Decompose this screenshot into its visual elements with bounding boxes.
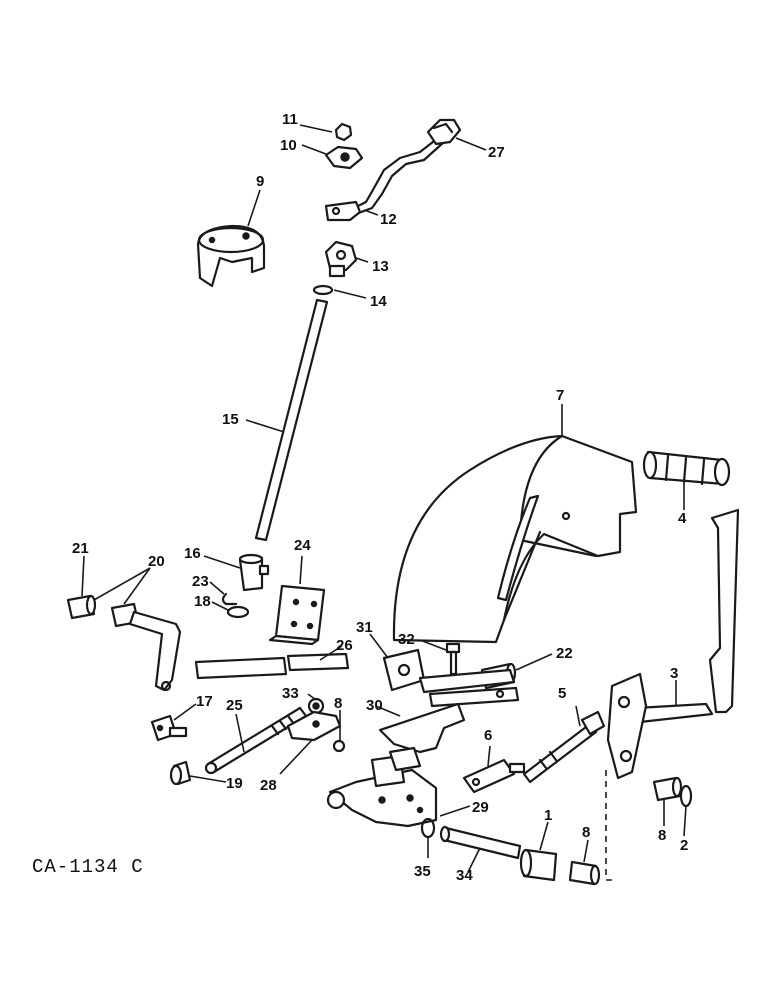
label-10: 10 [280, 137, 297, 154]
label-19: 19 [226, 775, 243, 792]
part-3-pedal-arm [606, 508, 740, 780]
label-14: 14 [370, 293, 387, 310]
part-15-rod [254, 298, 329, 542]
label-3: 3 [670, 665, 678, 682]
label-8-center: 8 [334, 695, 342, 712]
label-8-bottom: 8 [582, 824, 590, 841]
label-17: 17 [196, 693, 213, 710]
label-12: 12 [380, 211, 397, 228]
label-4: 4 [678, 510, 687, 527]
part-34-shaft [439, 825, 522, 860]
label-26: 26 [336, 637, 353, 654]
label-28: 28 [260, 777, 277, 794]
label-33: 33 [282, 685, 299, 702]
label-32: 32 [398, 631, 415, 648]
part-32-bolt [445, 642, 461, 676]
label-22: 22 [556, 645, 573, 662]
label-8-right: 8 [658, 827, 666, 844]
part-5-rod [522, 710, 606, 784]
label-9: 9 [256, 173, 264, 190]
part-31-bracket [382, 648, 426, 692]
part-11-nut [334, 122, 353, 142]
part-2-snap-ring [679, 784, 693, 808]
label-13: 13 [372, 258, 389, 275]
part-20-lever [110, 602, 182, 692]
part-17-fitting [150, 714, 188, 742]
part-13-clevis [324, 240, 358, 278]
part-30-linkage [378, 668, 520, 754]
label-21: 21 [72, 540, 89, 557]
part-23-clip [221, 592, 238, 606]
label-23: 23 [192, 573, 209, 590]
part-14-ring [312, 284, 334, 296]
label-6: 6 [484, 727, 492, 744]
part-1-bushing [519, 848, 558, 882]
label-29: 29 [472, 799, 489, 816]
part-12-shift-lever [324, 136, 446, 222]
label-15: 15 [222, 411, 239, 428]
part-8-bushing-bottom [568, 860, 601, 886]
part-7-fender [392, 434, 638, 644]
label-31: 31 [356, 619, 373, 636]
label-11: 11 [282, 111, 298, 128]
figure-caption: CA-1134 C [32, 856, 144, 878]
part-19-pin [169, 760, 192, 786]
part-27-knob [426, 118, 462, 146]
label-1: 1 [544, 807, 552, 824]
part-29-housing [326, 746, 438, 828]
part-4-pedal-pad [642, 450, 731, 487]
label-7: 7 [556, 387, 564, 404]
part-26-shaft [194, 652, 350, 680]
leader-lines [81, 124, 687, 873]
label-5: 5 [558, 685, 566, 702]
label-16: 16 [184, 545, 201, 562]
part-18-ring [226, 605, 250, 619]
part-16-sleeve [238, 553, 270, 592]
part-24-plate [268, 584, 326, 646]
label-34: 34 [456, 867, 473, 884]
part-35-washer [420, 817, 436, 839]
part-9-cover [196, 224, 266, 288]
label-20: 20 [148, 553, 165, 570]
label-25: 25 [226, 697, 243, 714]
part-10-bracket [324, 145, 364, 170]
part-33-nut [307, 697, 325, 715]
part-21-bushing [66, 594, 97, 620]
label-35: 35 [414, 863, 431, 880]
label-27: 27 [488, 144, 505, 161]
part-labels: 11 10 27 9 12 13 14 15 7 4 21 20 16 24 2… [72, 111, 688, 884]
label-2: 2 [680, 837, 688, 854]
label-18: 18 [194, 593, 211, 610]
label-30: 30 [366, 697, 383, 714]
part-8-bushing-right [652, 776, 683, 802]
label-24: 24 [294, 537, 311, 554]
part-6-clevis [462, 758, 526, 794]
